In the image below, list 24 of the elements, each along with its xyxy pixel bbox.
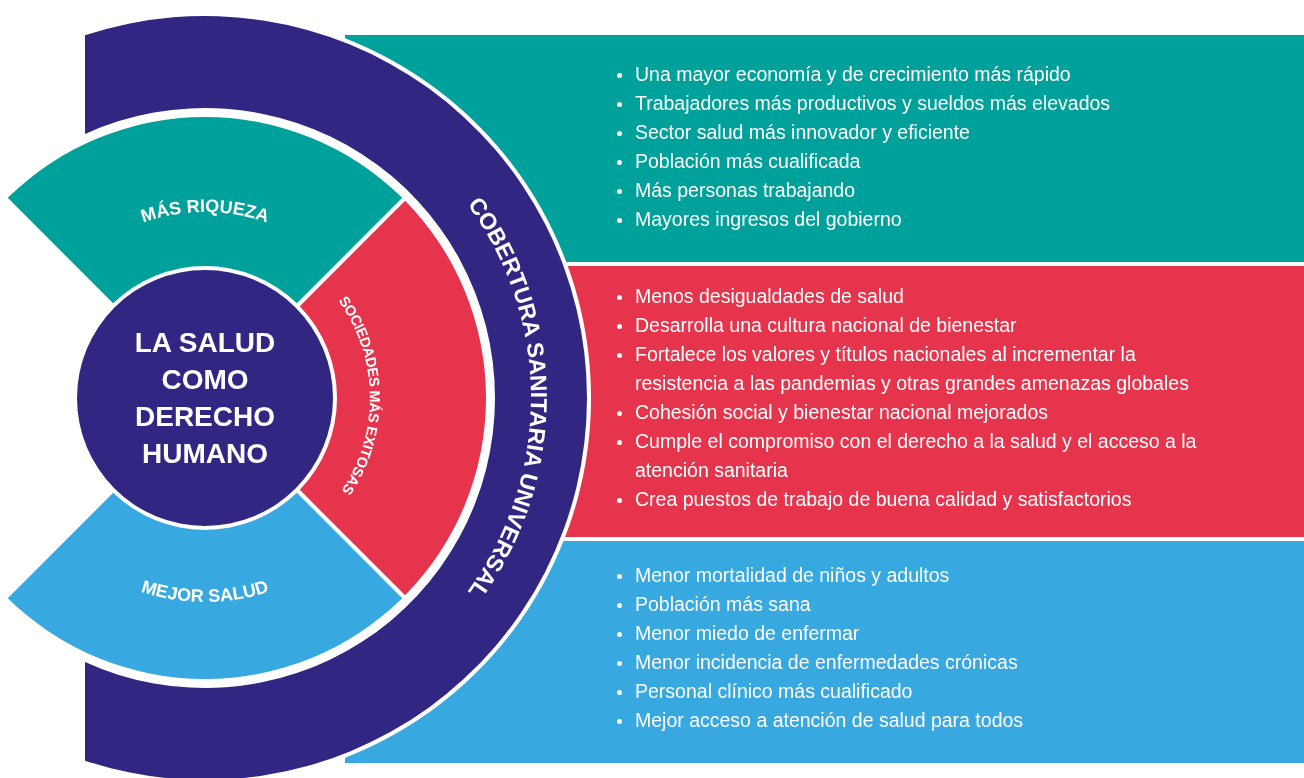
coverage-ring [85,16,587,778]
curved-label: MEJOR SALUD [139,576,271,607]
benefit-item: Crea puestos de trabajo de buena calidad y satisfactorios [635,488,1132,510]
benefit-item: Sector salud más innovador y eficiente [635,121,970,143]
benefit-item: Más personas trabajando [635,179,856,201]
benefit-item: Cohesión social y bienestar nacional mejorados [635,401,1048,423]
curved-label: MÁS RIQUEZA [138,195,272,227]
benefit-item: Menos desigualdades de salud [635,285,904,307]
benefit-item: Mayores ingresos del gobierno [635,208,902,230]
benefit-item: Población más sana [635,593,811,615]
benefit-item: Desarrolla una cultura nacional de bienestar [635,314,1017,336]
benefit-item: Trabajadores más productivos y sueldos más elevados [635,92,1111,114]
center-title: LA SALUD COMO DERECHO HUMANO [133,326,277,471]
benefit-panel [565,266,1304,537]
benefit-item: Personal clínico más cualificado [635,680,913,702]
benefit-item: Fortalece los valores y títulos nacionales al incrementar la resistencia a las pandemias y otras grandes amenazas globales [635,343,1189,394]
center-circle [77,270,333,526]
benefit-item: Menor miedo de enfermar [635,622,860,644]
benefit-item: Menor mortalidad de niños y adultos [635,564,950,586]
benefit-item: Menor incidencia de enfermedades crónicas [635,651,1018,673]
benefit-item: Mejor acceso a atención de salud para todos [635,709,1024,731]
benefit-item: Una mayor economía y de crecimiento más rápido [635,63,1071,85]
benefit-item: Población más cualificada [635,150,861,172]
benefit-item: Cumple el compromiso con el derecho a la salud y el acceso a la atención sanitaria [635,430,1197,481]
